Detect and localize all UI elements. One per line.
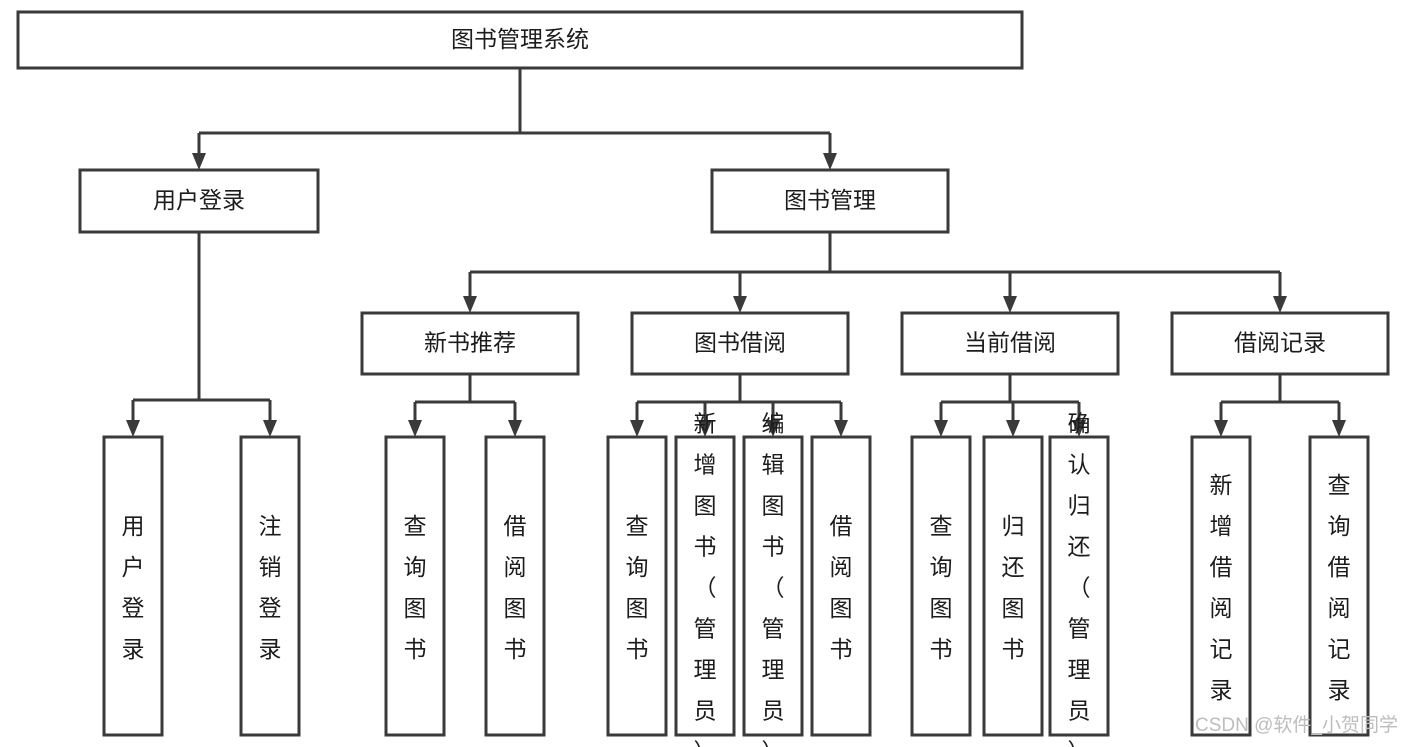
leaf-node-7-label: 编辑图书（管理员） [762,411,785,747]
level2-node-2-box[interactable] [710,168,950,234]
leaf-node-2-box[interactable] [239,435,301,737]
level3-node-3-label: 当前借阅 [964,330,1056,356]
leaf-node-3[interactable]: 查询图书 [384,435,446,737]
arrow-head-icon [1072,420,1086,437]
leaf-node-12-label: 新增借阅记录 [1210,472,1233,703]
leaf-node-8-box[interactable] [810,435,872,737]
leaf-node-8-label: 借阅图书 [830,513,853,662]
leaf-node-4-box[interactable] [484,435,546,737]
node-layer: 图书管理系统用户登录图书管理新书推荐图书借阅当前借阅借阅记录用户登录注销登录查询… [16,10,1390,747]
arrow-head-icon [1214,420,1228,437]
arrow-head-icon [630,420,644,437]
level3-node-4-box[interactable] [1170,311,1390,376]
level3-node-2-label: 图书借阅 [694,330,786,356]
arrow-head-icon [126,420,140,437]
leaf-node-10-box[interactable] [982,435,1044,737]
leaf-node-12-box[interactable] [1190,435,1252,737]
level3-node-2-box[interactable] [630,311,850,376]
arrow-head-icon [834,420,848,437]
leaf-node-9-label: 查询图书 [930,513,953,662]
branch-login-to-leaves [126,232,277,437]
arrow-head-icon [823,153,837,170]
arrow-head-icon [192,153,206,170]
leaf-node-4-label: 借阅图书 [504,513,527,662]
leaf-node-3-label: 查询图书 [404,513,427,662]
leaf-node-10-label: 归还图书 [1002,513,1025,662]
level2-node-1[interactable]: 用户登录 [78,168,320,234]
leaf-node-11[interactable]: 确认归还（管理员） [1048,411,1110,747]
leaf-node-13[interactable]: 查询借阅记录 [1308,435,1370,737]
leaf-node-2[interactable]: 注销登录 [239,435,301,737]
branch-book-mgmt-to-level3 [463,232,1287,313]
root-node-book-management-system[interactable]: 图书管理系统 [16,10,1024,70]
root-node-book-management-system-label: 图书管理系统 [451,26,589,52]
level2-node-1-label: 用户登录 [153,187,245,213]
root-node-book-management-system-box[interactable] [16,10,1024,70]
connector-layer [126,68,1346,437]
leaf-node-11-label: 确认归还（管理员） [1068,411,1091,747]
leaf-node-6-label: 新增图书（管理员） [694,411,717,747]
arrow-head-icon [463,296,477,313]
leaf-node-5[interactable]: 查询图书 [606,435,668,737]
leaf-node-7[interactable]: 编辑图书（管理员） [742,411,804,747]
leaf-node-9-box[interactable] [910,435,972,737]
leaf-node-2-label: 注销登录 [259,513,282,662]
branch-current-to-leaves [934,374,1086,437]
level3-node-3-box[interactable] [900,311,1120,376]
arrow-head-icon [1006,420,1020,437]
leaf-node-11-box[interactable] [1048,435,1110,737]
leaf-node-6[interactable]: 新增图书（管理员） [674,411,736,747]
leaf-node-1-box[interactable] [102,435,164,737]
leaf-node-3-box[interactable] [384,435,446,737]
arrow-head-icon [408,420,422,437]
arrow-head-icon [698,420,712,437]
leaf-node-8[interactable]: 借阅图书 [810,435,872,737]
arrow-head-icon [508,420,522,437]
arrow-head-icon [1003,296,1017,313]
leaf-node-6-box[interactable] [674,435,736,737]
arrow-head-icon [766,420,780,437]
level3-node-1-box[interactable] [360,311,580,376]
csdn-watermark: CSDN @软件_小贺同学 [1195,714,1398,736]
level3-node-1[interactable]: 新书推荐 [360,311,580,376]
leaf-node-4[interactable]: 借阅图书 [484,435,546,737]
leaf-node-13-box[interactable] [1308,435,1370,737]
level3-node-1-label: 新书推荐 [424,330,516,356]
leaf-node-9[interactable]: 查询图书 [910,435,972,737]
branch-borrow-to-leaves [630,374,848,437]
level3-node-4[interactable]: 借阅记录 [1170,311,1390,376]
leaf-node-13-label: 查询借阅记录 [1328,472,1351,703]
branch-records-to-leaves [1214,374,1346,437]
leaf-node-5-box[interactable] [606,435,668,737]
leaf-node-5-label: 查询图书 [626,513,649,662]
level2-node-2-label: 图书管理 [784,187,876,213]
leaf-node-1-label: 用户登录 [122,513,145,662]
leaf-node-12[interactable]: 新增借阅记录 [1190,435,1252,737]
leaf-node-7-box[interactable] [742,435,804,737]
arrow-head-icon [1332,420,1346,437]
branch-root-to-level2 [192,68,837,170]
arrow-head-icon [733,296,747,313]
level2-node-1-box[interactable] [78,168,320,234]
leaf-node-1[interactable]: 用户登录 [102,435,164,737]
level3-node-3[interactable]: 当前借阅 [900,311,1120,376]
level3-node-2[interactable]: 图书借阅 [630,311,850,376]
level3-node-4-label: 借阅记录 [1234,330,1326,356]
branch-newbook-to-leaves [408,374,522,437]
level2-node-2[interactable]: 图书管理 [710,168,950,234]
arrow-head-icon [263,420,277,437]
arrow-head-icon [1273,296,1287,313]
arrow-head-icon [934,420,948,437]
leaf-node-10[interactable]: 归还图书 [982,435,1044,737]
